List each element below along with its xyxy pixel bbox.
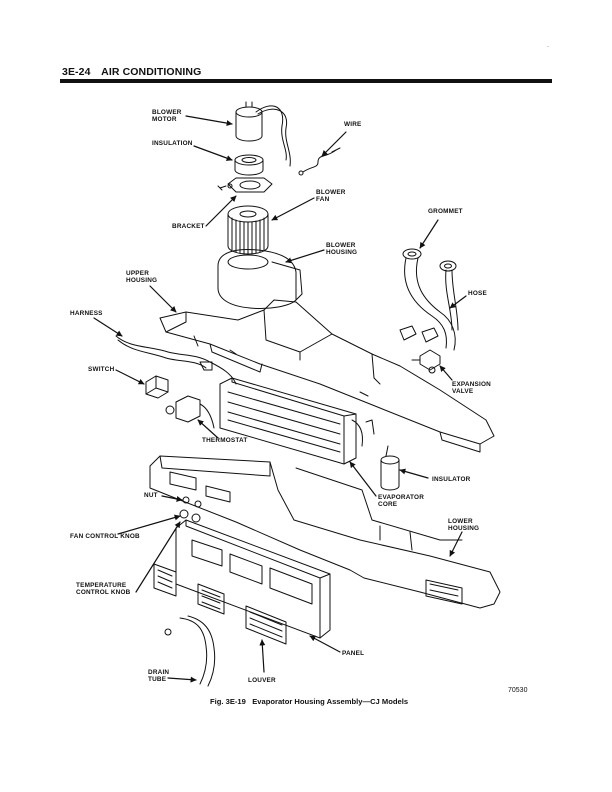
label-blower-fan: BLOWER FAN — [316, 189, 346, 204]
label-thermostat: THERMOSTAT — [202, 437, 248, 444]
harness-part — [115, 335, 237, 385]
figure-caption: Fig. 3E-19 Evaporator Housing Assembly—C… — [210, 697, 409, 706]
figure-number: 70530 — [508, 687, 528, 694]
label-insulation: INSULATION — [152, 140, 193, 147]
insulator-part — [380, 445, 400, 491]
grommet-part — [402, 248, 457, 272]
label-blower-housing: BLOWER HOUSING — [326, 242, 358, 257]
blower-housing-part — [217, 249, 303, 309]
drain-tube-part — [164, 615, 216, 687]
nut-and-knobs — [179, 496, 202, 523]
lower-housing-part — [149, 455, 501, 609]
label-hose: HOSE — [468, 290, 487, 297]
upper-housing-part — [159, 299, 495, 453]
evaporator-core-part — [219, 377, 375, 465]
margin-mark: · — [547, 44, 549, 50]
label-upper-housing: UPPER HOUSING — [126, 270, 158, 285]
blower-fan-wheel — [227, 205, 269, 255]
label-fan-control-knob: FAN CONTROL KNOB — [70, 533, 140, 540]
callout-arrows — [93, 115, 467, 683]
page-header: 3E-24 AIR CONDITIONING — [62, 66, 201, 78]
hose-part — [399, 257, 459, 351]
label-blower-motor: BLOWER MOTOR — [152, 109, 182, 124]
label-grommet: GROMMET — [428, 208, 463, 215]
section-number: 3E-24 — [62, 66, 91, 78]
label-evaporator-core: EVAPORATOR CORE — [378, 494, 425, 509]
wire-part — [298, 147, 341, 176]
label-expansion-valve: EXPANSION VALVE — [452, 381, 491, 396]
label-panel: PANEL — [342, 650, 365, 657]
louver-parts — [153, 563, 287, 645]
label-drain-tube: DRAIN TUBE — [148, 669, 170, 684]
header-rule — [60, 79, 552, 83]
label-nut: NUT — [144, 492, 158, 499]
section-title: AIR CONDITIONING — [101, 66, 202, 78]
switch-part — [145, 375, 169, 399]
motor-bracket — [217, 177, 273, 193]
thermostat-part — [165, 395, 215, 429]
label-harness: HARNESS — [70, 310, 103, 317]
insulation-ring — [234, 154, 264, 176]
expansion-valve-part — [411, 349, 441, 374]
label-bracket: BRACKET — [172, 223, 205, 230]
label-switch: SWITCH — [88, 366, 115, 373]
label-insulator: INSULATOR — [432, 476, 471, 483]
label-louver: LOUVER — [248, 677, 276, 684]
label-temperature-control-knob: TEMPERATURE CONTROL KNOB — [76, 582, 131, 597]
label-lower-housing: LOWER HOUSING — [448, 518, 480, 533]
label-wire: WIRE — [344, 121, 362, 128]
blower-motor — [235, 101, 291, 167]
